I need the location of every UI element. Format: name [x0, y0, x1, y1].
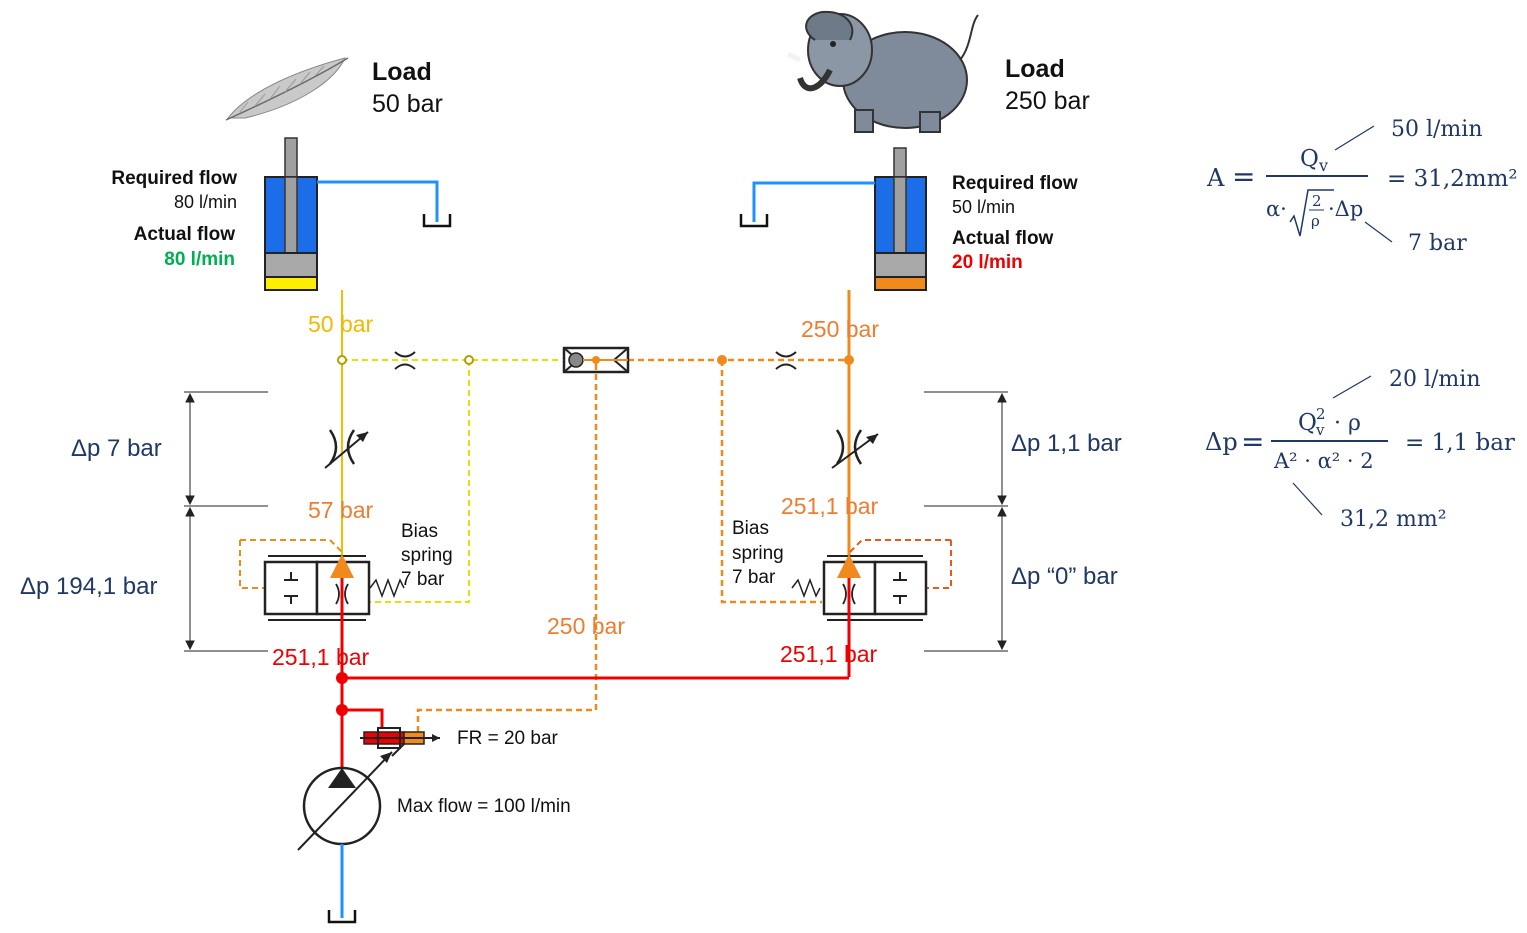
- formula1-sqrt-den: ρ: [1311, 212, 1320, 230]
- right-actual-flow-value: 20 l/min: [952, 252, 1023, 273]
- left-load-line-pressure: 50 bar: [308, 311, 374, 337]
- formula1-sqrt-num: 2: [1312, 192, 1322, 210]
- ls-to-pump-line: [416, 364, 598, 735]
- right-orifice-delta: Δp 1,1 bar: [1011, 430, 1122, 457]
- left-after-compensator-pressure: 57 bar: [308, 497, 374, 523]
- right-tank-icon: [739, 214, 769, 228]
- right-load-pressure: 250 bar: [1005, 87, 1090, 115]
- right-after-compensator-pressure: 251,1 bar: [781, 493, 879, 519]
- right-bias-label-2: spring: [732, 543, 784, 564]
- formula2-lhs: Δp: [1205, 428, 1238, 456]
- pump-icon: [297, 743, 405, 851]
- formula1-numerator-sub: v: [1318, 156, 1328, 175]
- left-required-flow-value: 80 l/min: [174, 192, 237, 212]
- feather-icon: [225, 57, 349, 121]
- left-actual-flow-value: 80 l/min: [164, 249, 235, 270]
- left-spring-pilot-line: [370, 360, 470, 603]
- left-actual-flow-label: Actual flow: [134, 224, 236, 245]
- formula2-numerator-sub: v: [1315, 421, 1325, 439]
- formula2-denominator: A² · α² · 2: [1273, 449, 1374, 473]
- left-supply-pressure: 251,1 bar: [272, 644, 370, 670]
- formula1-denominator-dp: ·Δp: [1328, 197, 1363, 221]
- flow-regulator-label: FR = 20 bar: [457, 728, 559, 749]
- ls-orifice-left: [394, 351, 416, 370]
- formula1-annotation-dp: 7 bar: [1408, 231, 1467, 256]
- right-compensator-delta: Δp “0” bar: [1011, 563, 1118, 590]
- formula-pressure-drop: Δp = Q 2 v · ρ A² · α² · 2 = 1,1 bar 20 …: [1205, 367, 1515, 532]
- formula2-result: = 1,1 bar: [1405, 430, 1515, 456]
- formula2-annotation-flow: 20 l/min: [1389, 367, 1481, 392]
- junction-dot: [337, 355, 347, 365]
- junction-dot: [336, 672, 348, 684]
- left-dimension-lines: [184, 391, 268, 652]
- pump-pilot-line: [342, 708, 384, 728]
- left-load-pressure: 50 bar: [372, 90, 443, 118]
- left-load-title: Load: [372, 58, 432, 86]
- right-load-title: Load: [1005, 55, 1065, 83]
- left-bias-label-1: Bias: [401, 521, 438, 542]
- formula2-numerator-rest: · ρ: [1334, 411, 1361, 436]
- flow-regulator: [360, 727, 440, 749]
- right-required-flow-value: 50 l/min: [952, 197, 1015, 217]
- formula1-denominator-alpha: α·: [1266, 197, 1287, 221]
- formula2-equals: =: [1241, 425, 1264, 458]
- formula1-numerator: Q: [1300, 146, 1319, 172]
- junction-dot: [464, 355, 474, 365]
- right-spring-pilot-line: [720, 360, 822, 604]
- left-return-line: [317, 180, 439, 222]
- right-dimension-lines: [924, 391, 1008, 652]
- formula2-numerator-sup: 2: [1316, 405, 1326, 423]
- formula1-equals: =: [1232, 160, 1255, 193]
- pump-max-flow-label: Max flow = 100 l/min: [397, 796, 571, 817]
- left-cylinder: [264, 137, 318, 291]
- right-compensator: [791, 539, 952, 621]
- right-bias-label-3: 7 bar: [732, 567, 776, 588]
- junction-dot: [717, 355, 727, 365]
- left-variable-orifice: [324, 429, 369, 469]
- right-bias-label-1: Bias: [732, 518, 769, 539]
- formula2-annotation-area: 31,2 mm²: [1340, 507, 1447, 532]
- right-required-flow-label: Required flow: [952, 173, 1078, 194]
- right-actual-flow-label: Actual flow: [952, 228, 1054, 249]
- left-compensator-delta: Δp 194,1 bar: [20, 573, 157, 600]
- right-supply-pressure: 251,1 bar: [780, 641, 878, 667]
- left-tank-icon: [422, 214, 452, 228]
- ls-line-pressure: 250 bar: [547, 613, 625, 639]
- right-cylinder: [874, 147, 927, 291]
- formula1-annotation-flow: 50 l/min: [1391, 117, 1483, 142]
- junction-dot: [844, 355, 854, 365]
- elephant-icon: [786, 10, 979, 133]
- formula-area: A = Q v α· 2 ρ ·Δp = 31,2mm² 50 l/min 7 …: [1206, 117, 1518, 256]
- right-load-line-pressure: 250 bar: [801, 316, 879, 342]
- formula1-result: = 31,2mm²: [1387, 166, 1518, 192]
- formula2-numerator: Q: [1298, 410, 1317, 436]
- pump-tank-icon: [327, 910, 357, 924]
- formula1-lhs: A: [1206, 164, 1225, 192]
- ls-orifice-right: [775, 351, 797, 370]
- left-compensator: [239, 539, 405, 621]
- junction-dot: [336, 704, 348, 716]
- right-return-line: [752, 181, 875, 222]
- left-bias-label-3: 7 bar: [401, 569, 445, 590]
- right-variable-orifice: [831, 429, 879, 469]
- left-orifice-delta: Δp 7 bar: [71, 435, 162, 462]
- left-required-flow-label: Required flow: [111, 168, 237, 189]
- left-bias-label-2: spring: [401, 545, 453, 566]
